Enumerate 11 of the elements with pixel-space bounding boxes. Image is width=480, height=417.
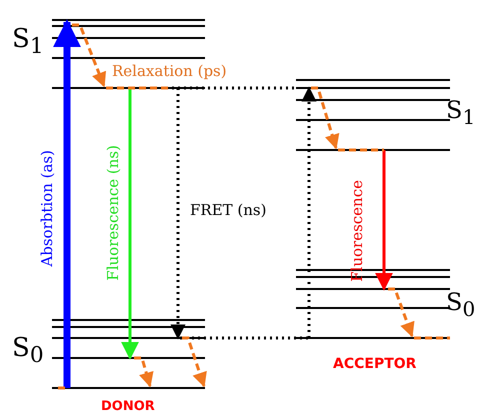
state-label: S$_{0}$ [446,290,476,319]
state-label: S$_{0}$ [12,335,44,367]
process-label: Fluorescence [350,180,365,282]
process-label: FRET (ns) [190,203,266,218]
process-label: Relaxation (ps) [112,64,227,79]
state-label: S$_{1}$ [446,98,476,127]
molecule-label: DONOR [101,400,155,413]
process-label: Fluorescence (ns) [106,145,121,281]
process-label: Absorbtion (as) [40,150,55,267]
molecule-label: ACCEPTOR [333,357,416,371]
state-label: S$_{1}$ [12,26,44,58]
